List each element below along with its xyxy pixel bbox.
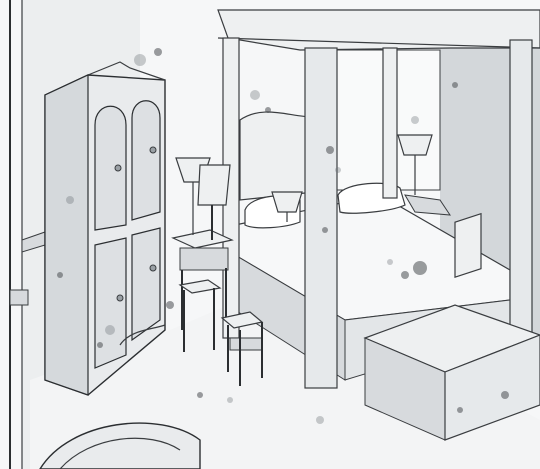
lamp-shade-front [197, 164, 231, 206]
armoire-lower-right-door [131, 227, 161, 342]
blanket-chest [363, 212, 540, 441]
chest-panel [454, 212, 482, 278]
armoire-knob [116, 294, 124, 302]
armoire-upper-left-door [94, 105, 127, 231]
armoire [44, 61, 166, 396]
armoire-upper-right-door [131, 100, 161, 221]
right-nightstand [404, 194, 451, 216]
bed-post-back-right [382, 47, 398, 199]
armoire-knob [149, 146, 157, 154]
bed-canopy [217, 9, 540, 51]
side-table [171, 229, 234, 330]
bed-post-right [509, 39, 533, 341]
bed-post-front [304, 47, 338, 389]
canopy-edge [217, 37, 540, 49]
stool-back [178, 279, 222, 352]
wall-trim-lower [9, 289, 29, 306]
armoire-knob [149, 264, 157, 272]
armoire-lower-left-door [94, 237, 127, 369]
foreground-arch [39, 422, 201, 469]
lamp-shade-right [397, 134, 433, 156]
armoire-knob [114, 164, 122, 172]
table-lamp [175, 157, 231, 240]
arch-inner-edge [59, 437, 181, 469]
stool-front [220, 311, 264, 386]
lamp-shade-headboard [271, 191, 303, 213]
grime-texture [57, 48, 509, 424]
